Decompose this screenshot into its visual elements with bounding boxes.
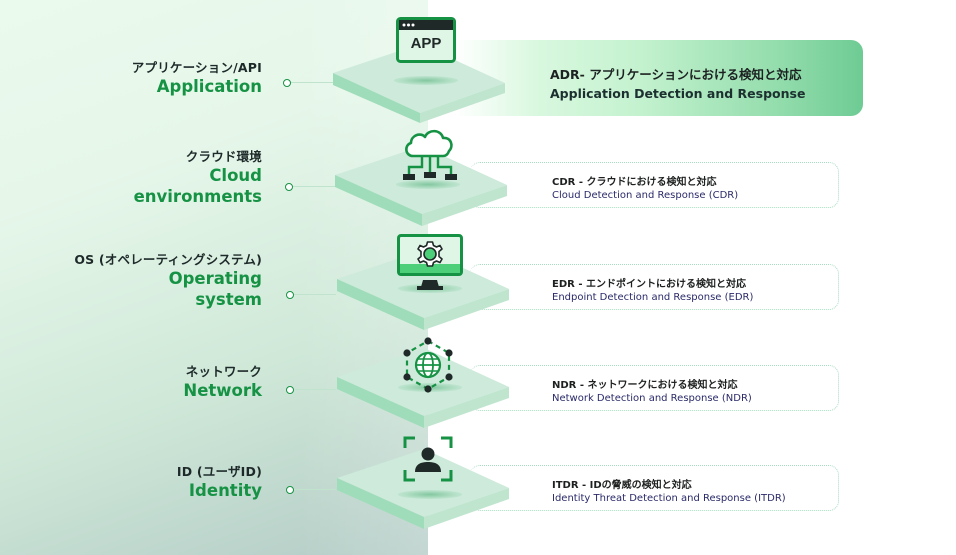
globe-network-icon <box>400 337 456 397</box>
label-jp: OS (オペレーティングシステム) <box>74 252 262 267</box>
label-jp: アプリケーション/API <box>131 60 262 75</box>
itdr-subtitle: Identity Threat Detection and Response (… <box>552 493 786 504</box>
label-en: Application <box>156 77 262 96</box>
label-en: system <box>195 290 262 309</box>
cloud-network-icon <box>399 124 461 190</box>
itdr-description-box: ITDR - IDの脅威の検知と対応 Identity Threat Detec… <box>470 465 839 511</box>
icon-shadow <box>398 490 462 499</box>
edr-description-box: EDR - エンドポイントにおける検知と対応 Endpoint Detectio… <box>470 264 839 310</box>
connector-dot <box>285 183 293 191</box>
icon-shadow <box>396 180 460 189</box>
connector-line <box>294 489 336 490</box>
cdr-title: CDR - クラウドにおける検知と対応 <box>552 177 717 188</box>
layer-label-cloud: クラウド環境 Cloud environments <box>134 146 262 207</box>
layer-label-application: アプリケーション/API Application <box>132 57 262 97</box>
label-jp: ID (ユーザID) <box>176 464 262 479</box>
connector-line <box>294 389 336 390</box>
edr-title: EDR - エンドポイントにおける検知と対応 <box>552 279 746 290</box>
connector-dot <box>286 386 294 394</box>
ndr-description-box: NDR - ネットワークにおける検知と対応 Network Detection … <box>470 365 839 411</box>
app-window-icon: APP <box>396 17 456 67</box>
edr-subtitle: Endpoint Detection and Response (EDR) <box>552 292 754 303</box>
ndr-subtitle: Network Detection and Response (NDR) <box>552 393 752 404</box>
itdr-title: ITDR - IDの脅威の検知と対応 <box>552 480 692 491</box>
connector-line <box>294 294 336 295</box>
label-en: environments <box>133 187 262 206</box>
layer-label-identity: ID (ユーザID) Identity <box>177 461 262 501</box>
platform-network <box>337 348 509 428</box>
label-en: Network <box>183 381 262 400</box>
adr-description-box: ADR- アプリケーションにおける検知と対応 Application Detec… <box>455 40 863 116</box>
app-icon-text: APP <box>410 35 442 52</box>
connector-dot <box>286 486 294 494</box>
monitor-gear-icon <box>397 234 463 296</box>
label-en: Identity <box>188 481 262 500</box>
user-focus-icon <box>403 436 453 486</box>
ndr-title: NDR - ネットワークにおける検知と対応 <box>552 380 738 391</box>
cdr-subtitle: Cloud Detection and Response (CDR) <box>552 190 739 201</box>
label-jp: クラウド環境 <box>185 149 262 164</box>
label-jp: ネットワーク <box>185 364 262 379</box>
connector-line <box>291 82 333 83</box>
connector-line <box>293 186 335 187</box>
connector-dot <box>283 79 291 87</box>
adr-subtitle: Application Detection and Response <box>550 86 806 101</box>
connector-dot <box>286 291 294 299</box>
cdr-description-box: CDR - クラウドにおける検知と対応 Cloud Detection and … <box>470 162 839 208</box>
icon-shadow <box>394 76 458 85</box>
adr-title: ADR- アプリケーションにおける検知と対応 <box>550 67 802 82</box>
layer-label-network: ネットワーク Network <box>183 361 262 401</box>
label-en: Cloud <box>209 166 262 185</box>
label-en: Operating <box>168 269 262 288</box>
platform-identity <box>337 449 509 529</box>
layer-label-os: OS (オペレーティングシステム) Operating system <box>74 249 262 310</box>
